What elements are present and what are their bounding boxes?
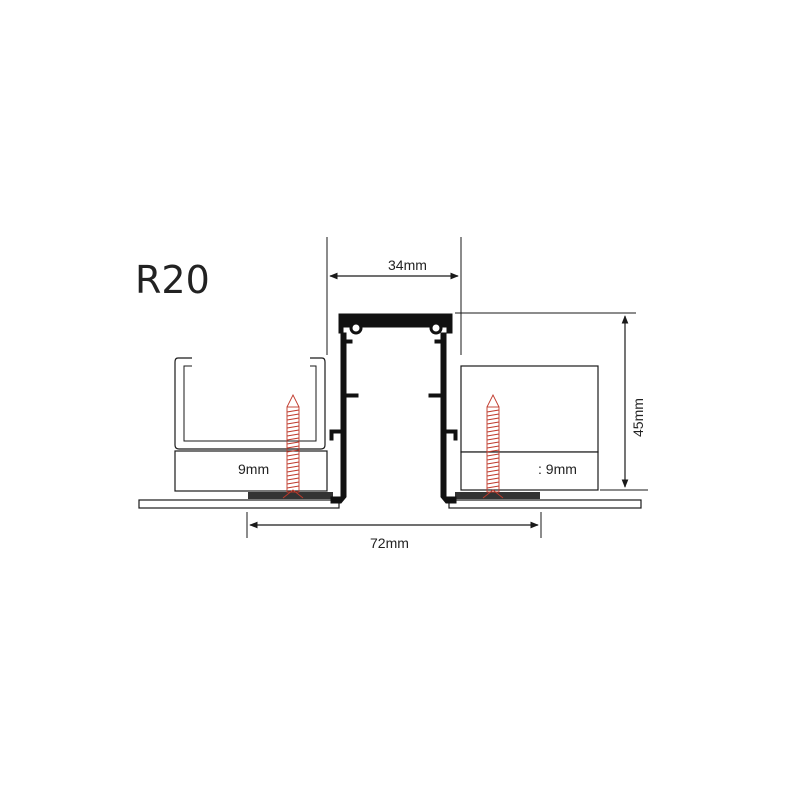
right-block (460, 365, 599, 453)
profile-top-cap (338, 313, 453, 334)
right-stud-assembly: : 9mm (460, 365, 599, 491)
screw-right (482, 393, 504, 499)
left-board-label: 9mm (238, 461, 269, 477)
aluminium-profile (329, 313, 458, 504)
profile-fin-right-1 (428, 393, 442, 398)
dimension-height: 45mm (455, 312, 648, 491)
diagram-title: R20 (135, 258, 210, 302)
left-plasterboard (174, 450, 328, 492)
dimension-label-72mm: 72mm (370, 535, 409, 551)
left-u-channel-inner (183, 365, 317, 442)
dimension-label-45mm: 45mm (630, 398, 646, 437)
profile-wall-left (330, 332, 347, 504)
right-board-label: : 9mm (538, 461, 577, 477)
left-u-channel (174, 357, 326, 450)
dimension-top-width: 34mm (326, 237, 462, 355)
profile-fin-left-3 (329, 429, 334, 441)
left-stud-assembly: 9mm (174, 357, 328, 492)
ceiling-board-left (138, 499, 340, 509)
dimension-label-34mm: 34mm (388, 257, 427, 273)
profile-top-clip-left (349, 321, 363, 335)
tape-strip-right (455, 492, 540, 499)
profile-fin-left-4 (345, 339, 353, 344)
tape-strip-left (248, 492, 333, 499)
profile-top-clip-right (429, 321, 443, 335)
profile-fin-right-3 (453, 429, 458, 441)
ceiling-board-right (448, 499, 642, 509)
profile-wall-right (440, 332, 457, 504)
profile-fin-left-1 (345, 393, 359, 398)
right-plasterboard (460, 451, 599, 491)
dimension-bottom-width: 72mm (246, 512, 542, 551)
profile-fin-right-4 (434, 339, 442, 344)
screw-left (282, 393, 304, 499)
